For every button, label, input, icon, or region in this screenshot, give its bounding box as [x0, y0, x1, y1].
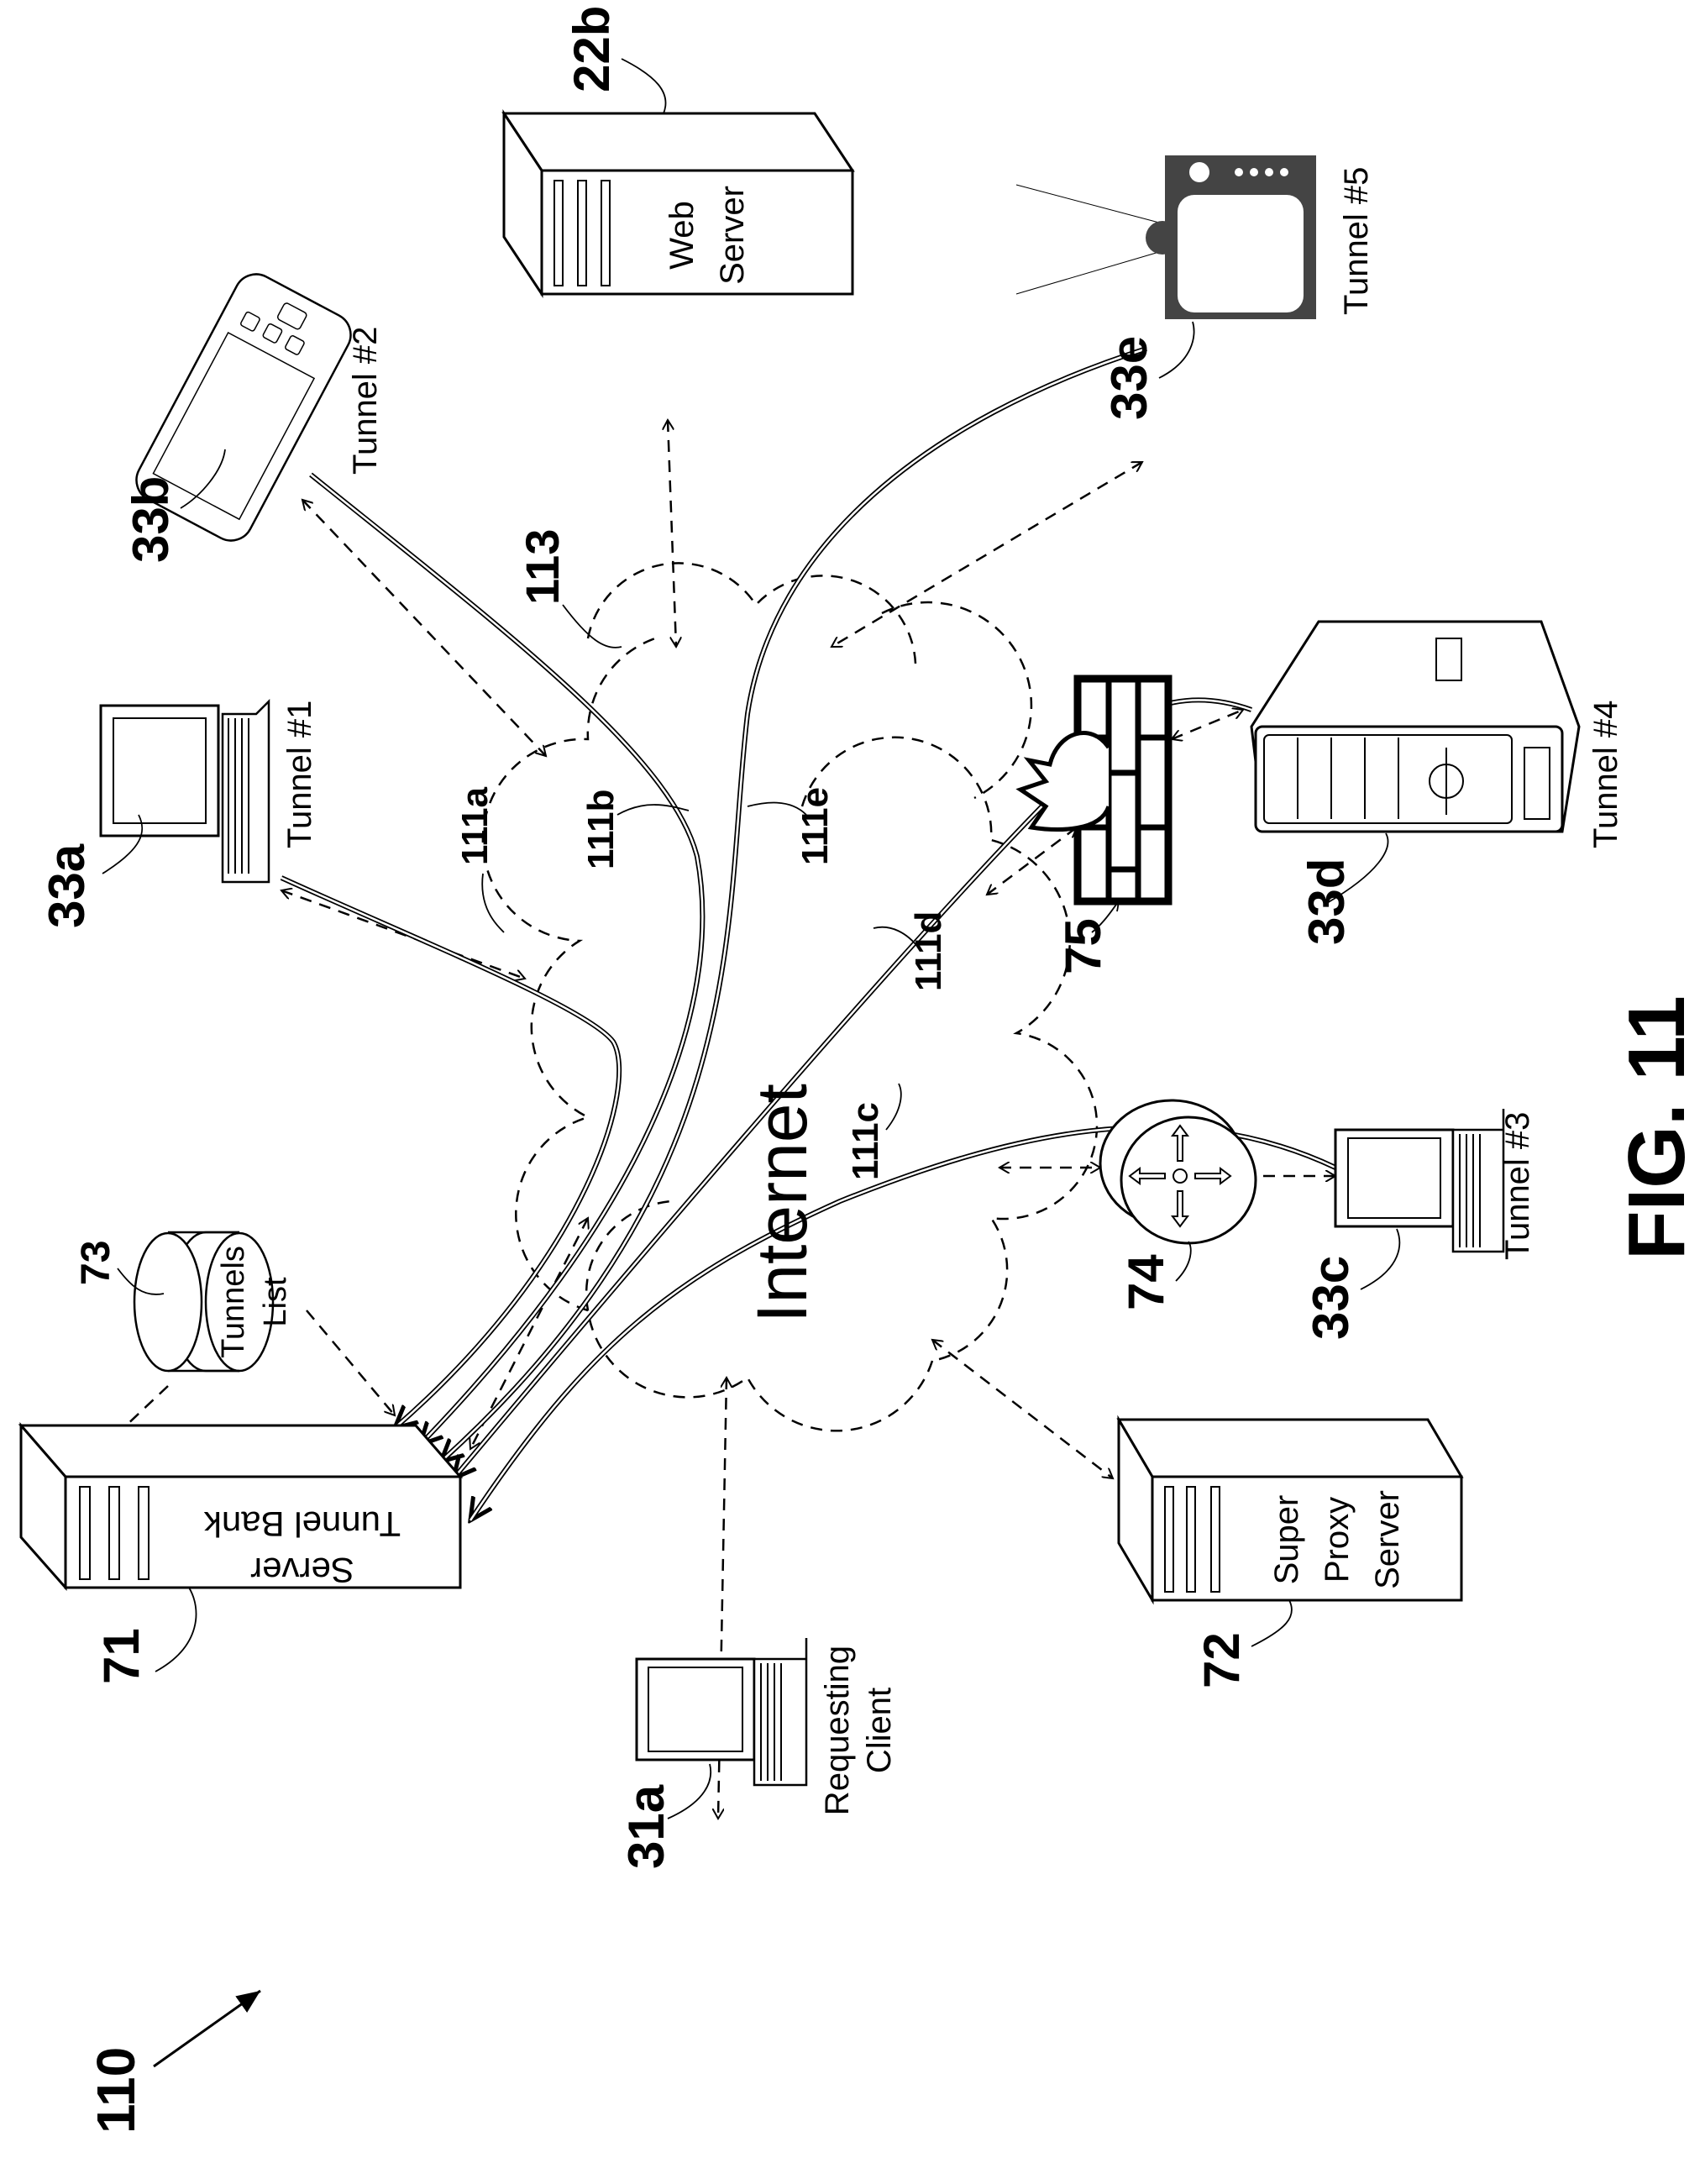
- requesting-client-label-1: Requesting: [819, 1646, 856, 1815]
- tunnels-list-label-2: List: [258, 1277, 293, 1327]
- ref-33a: 33a: [39, 843, 95, 928]
- web-server-label-1: Web: [664, 201, 700, 270]
- desktop-tower-icon[interactable]: [1251, 622, 1579, 832]
- ref-110: 110: [86, 2047, 146, 2134]
- ref-74: 74: [1118, 1254, 1174, 1310]
- tunnel-4-label: Tunnel #4: [1587, 701, 1624, 848]
- ref-111b: 111b: [580, 790, 622, 869]
- ref-111d: 111d: [908, 911, 949, 991]
- link-list-server-right: [307, 1310, 395, 1415]
- ref-22b: 22b: [564, 6, 620, 92]
- ref-33c: 33c: [1303, 1256, 1359, 1340]
- ref-33d: 33d: [1298, 858, 1355, 945]
- super-proxy-server[interactable]: Super Proxy Server: [1119, 1420, 1461, 1600]
- ref-33e: 33e: [1101, 336, 1157, 420]
- tunnels: [281, 349, 1335, 1520]
- web-server[interactable]: Web Server: [504, 113, 852, 294]
- laptop-icon-requesting-client[interactable]: [637, 1638, 806, 1785]
- link-33b-internet: [302, 500, 546, 756]
- ref-72: 72: [1194, 1632, 1250, 1688]
- ref-75: 75: [1055, 918, 1111, 974]
- tunnels-list-database[interactable]: Tunnels List: [134, 1232, 293, 1371]
- ref-73: 73: [74, 1241, 118, 1285]
- ref-31a: 31a: [618, 1784, 674, 1869]
- tunnel-2-label: Tunnel #2: [347, 327, 384, 475]
- ref-33b: 33b: [123, 476, 179, 563]
- firewall-icon[interactable]: [1020, 679, 1168, 901]
- laptop-icon-33a[interactable]: [101, 701, 269, 882]
- link-webserver-internet: [668, 420, 676, 647]
- television-icon[interactable]: [1016, 155, 1316, 319]
- figure-caption: FIG. 11: [1612, 995, 1702, 1260]
- ref-113: 113: [516, 529, 569, 605]
- tunnel-1-label: Tunnel #1: [281, 701, 318, 848]
- super-proxy-label-1: Super: [1268, 1495, 1305, 1585]
- ref-111e: 111e: [795, 787, 836, 865]
- requesting-client-label-2: Client: [861, 1688, 898, 1773]
- router-icon[interactable]: [1100, 1100, 1256, 1243]
- tunnel-bank-server[interactable]: Tunnel Bank Server: [21, 1425, 460, 1590]
- web-server-label-2: Server: [714, 186, 751, 285]
- tunnel-5-label: Tunnel #5: [1338, 167, 1375, 315]
- tunnel-bank-label-1: Tunnel Bank: [203, 1504, 401, 1544]
- ref-71: 71: [93, 1628, 150, 1684]
- tunnel-3-label: Tunnel #3: [1499, 1112, 1536, 1260]
- link-firewall-33d: [1172, 710, 1243, 739]
- super-proxy-label-2: Proxy: [1319, 1497, 1356, 1583]
- ref-111c: 111c: [845, 1102, 886, 1180]
- internet-label: Internet: [742, 1084, 821, 1323]
- link-internet-superproxy: [932, 1340, 1113, 1478]
- tunnels-list-label-1: Tunnels: [216, 1246, 251, 1358]
- super-proxy-label-3: Server: [1369, 1490, 1406, 1589]
- laptop-icon-33c[interactable]: [1335, 1109, 1503, 1252]
- tunnel-111b: [311, 475, 702, 1445]
- tunnel-bank-label-2: Server: [250, 1551, 354, 1590]
- ref-111a: 111a: [454, 786, 496, 865]
- system-ref-arrow: [154, 1991, 260, 2066]
